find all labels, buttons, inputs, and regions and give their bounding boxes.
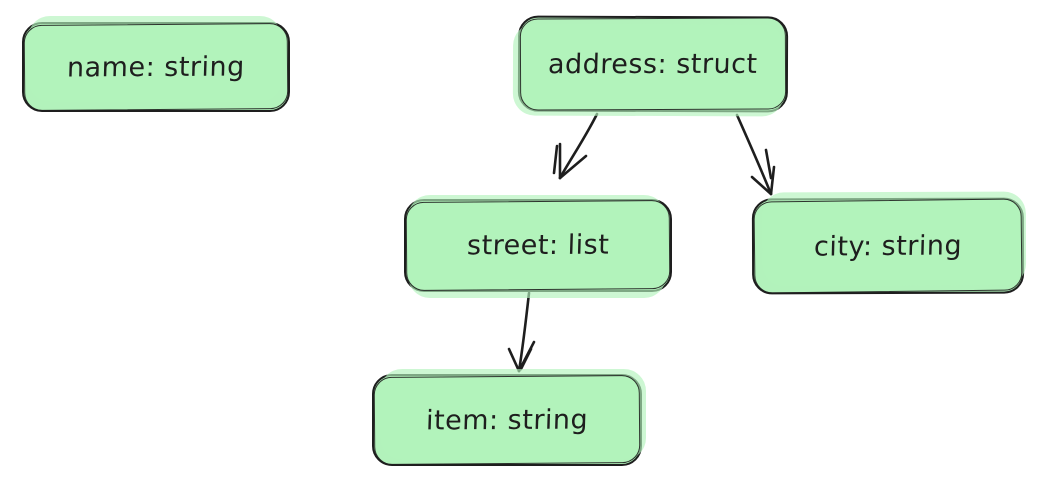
node-name: name: string	[22, 16, 290, 112]
node-address: address: struct	[517, 15, 789, 113]
node-street-label: street: list	[466, 229, 610, 262]
edge-address-to-street	[552, 112, 599, 180]
node-item-label: item: string	[425, 404, 589, 436]
node-address-label: address: struct	[547, 48, 759, 80]
node-item: item: string	[372, 369, 646, 466]
node-city: city: string	[751, 197, 1025, 295]
edge-address-to-city	[735, 113, 776, 196]
node-street: street: list	[404, 195, 672, 298]
edge-street-to-item	[507, 291, 536, 373]
node-city-label: city: string	[813, 229, 963, 263]
node-name-label: name: string	[66, 51, 246, 83]
